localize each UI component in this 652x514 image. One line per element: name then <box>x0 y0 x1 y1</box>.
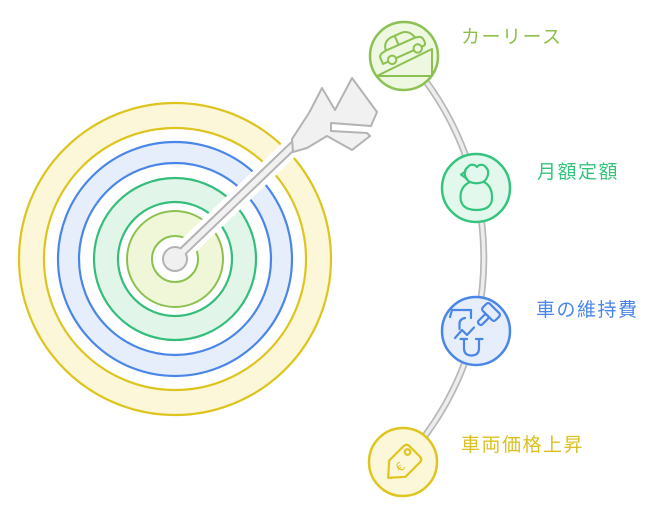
node-circle-price-rise <box>367 426 439 498</box>
node-monthly-fee <box>440 152 512 224</box>
node-price-rise: € <box>367 426 439 498</box>
arrow-shaft-core <box>173 137 302 261</box>
car-rear-wheel <box>386 54 398 66</box>
car-body <box>379 30 427 65</box>
repair-tools-icon <box>448 302 501 357</box>
car-front-wheel <box>412 43 423 54</box>
connector-ribbon-outline <box>400 52 488 465</box>
node-label-car-lease: カーリース <box>461 27 563 48</box>
ring-yellowgreen-outer-edge <box>126 210 224 308</box>
ring-blue-outer-edge <box>56 140 294 378</box>
jack-handle <box>448 308 473 331</box>
arrow-fletching <box>291 77 378 153</box>
price-tag-hole <box>403 448 412 456</box>
ring-yellow-band <box>19 103 331 415</box>
node-label-maintenance-cost: 車の維持費 <box>536 300 639 321</box>
node-circle-maintenance-cost <box>440 295 512 367</box>
node-maintenance-cost <box>440 295 512 367</box>
money-bag-tie <box>459 170 469 181</box>
node-car-lease <box>368 20 440 92</box>
hammer-handle <box>476 313 490 327</box>
ring-green-band <box>94 178 256 340</box>
ring-yellowgreen-inner-edge <box>151 235 199 283</box>
money-bag-knot <box>463 163 490 185</box>
ring-blue-band <box>58 142 292 376</box>
money-bag-body <box>459 180 494 212</box>
ring-yellowgreen-band <box>127 211 223 307</box>
car-window-lines <box>385 35 418 52</box>
funnel-u-shape <box>459 337 484 357</box>
ring-yellow-outer-edge <box>17 101 333 417</box>
ring-yellow-inner-edge <box>42 126 308 392</box>
ring-blue-inner-edge <box>77 161 273 357</box>
connector-ribbon-core <box>401 53 486 464</box>
money-bag-icon <box>459 163 494 212</box>
node-circle-car-lease <box>368 20 440 92</box>
node-circle-monthly-fee <box>440 152 512 224</box>
ring-green-outer-edge <box>92 176 258 342</box>
node-label-monthly-fee: 月額定額 <box>537 162 620 183</box>
ramp-shape <box>376 48 433 77</box>
wrench-zigzag <box>453 326 476 340</box>
price-tag-outline <box>387 443 423 479</box>
car-on-ramp-icon <box>376 30 433 77</box>
node-label-price-rise: 車両価格上昇 <box>461 435 585 456</box>
ring-green-inner-edge <box>116 200 234 318</box>
arrow <box>162 77 378 272</box>
target-rings <box>17 101 333 417</box>
connector-ribbon <box>400 52 488 465</box>
